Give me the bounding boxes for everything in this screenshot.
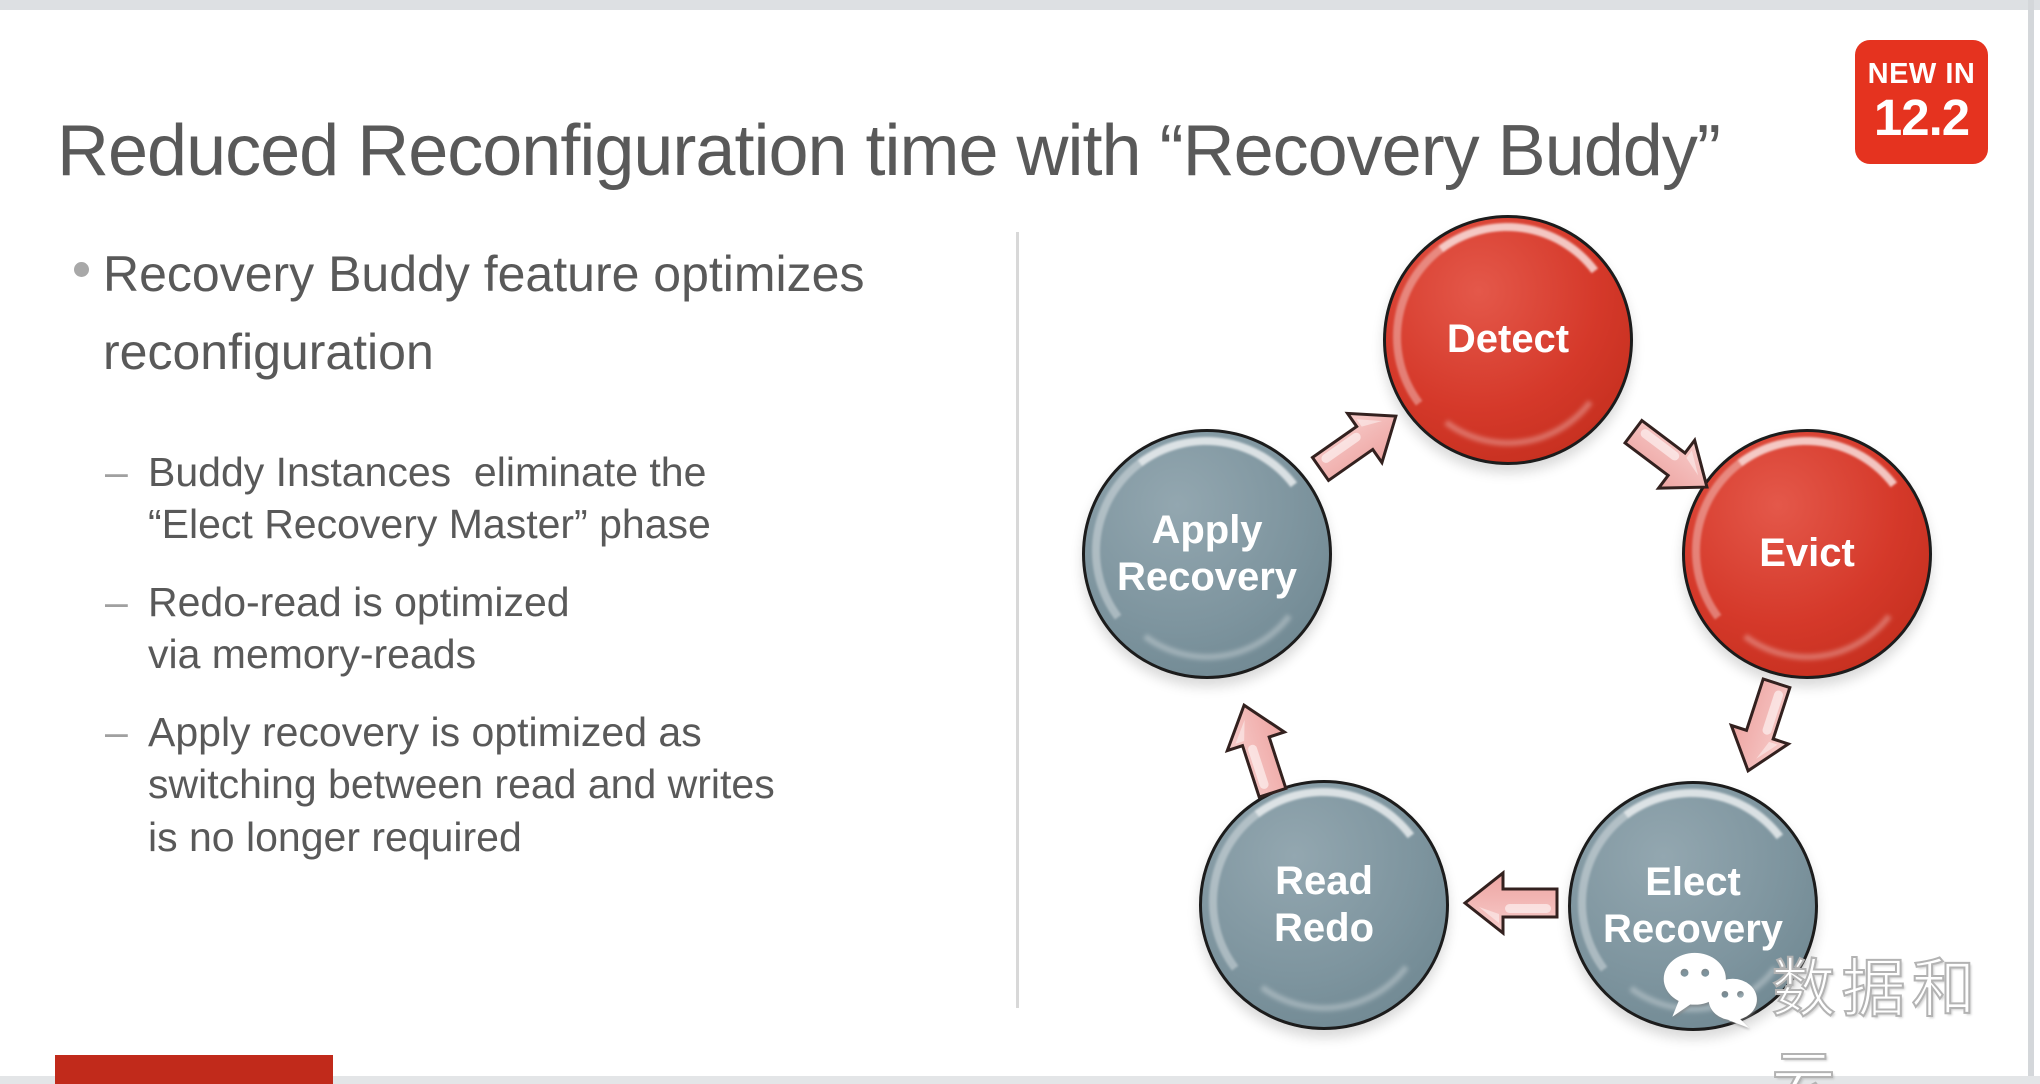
top-window-strip <box>0 0 2040 10</box>
node-label: Apply Recovery <box>1116 507 1298 599</box>
watermark: 数据和云 <box>1662 938 2040 1084</box>
node-label: Evict <box>1759 531 1855 576</box>
flow-arrow-read-to-apply <box>1224 702 1288 799</box>
cycle-node-detect: Detect <box>1383 215 1633 465</box>
content-divider <box>1016 232 1019 1008</box>
flow-arrow-elect-to-read <box>1462 869 1559 937</box>
flow-arrow-evict-to-elect <box>1728 677 1792 774</box>
bottom-accent-bar <box>55 1055 333 1084</box>
bullet-dot-icon <box>74 262 89 277</box>
bottom-window-strip <box>0 1076 2040 1084</box>
sub-bullet-item: – Buddy Instances eliminate the “Elect R… <box>105 446 825 551</box>
sub-bullet-item: – Redo-read is optimized via memory-read… <box>105 576 825 681</box>
node-label: Read Redo <box>1274 858 1374 950</box>
right-edge-line <box>2028 0 2034 1084</box>
cycle-node-evict: Evict <box>1682 429 1932 679</box>
new-version-badge: NEW IN 12.2 <box>1855 40 1988 164</box>
page-title: Reduced Reconfiguration time with “Recov… <box>57 111 1721 191</box>
cycle-node-read-redo: Read Redo <box>1199 780 1449 1030</box>
sub-bullet-text: Redo-read is optimized via memory-reads <box>148 578 570 678</box>
wechat-icon <box>1663 952 1757 1028</box>
flow-arrow-detect-to-evict <box>1622 418 1709 490</box>
sub-bullet-item: – Apply recovery is optimized as switchi… <box>105 706 825 863</box>
sub-bullet-text: Buddy Instances eliminate the “Elect Rec… <box>148 449 718 548</box>
dash-marker-icon: – <box>105 578 128 625</box>
badge-label: NEW IN <box>1867 58 1976 91</box>
main-bullet-item: Recovery Buddy feature optimizes reconfi… <box>74 236 914 391</box>
sub-bullet-list: – Buddy Instances eliminate the “Elect R… <box>105 446 825 888</box>
cycle-node-apply-recovery: Apply Recovery <box>1082 429 1332 679</box>
badge-version-number: 12.2 <box>1873 89 1970 147</box>
node-label: Detect <box>1446 317 1570 362</box>
dash-marker-icon: – <box>105 449 128 495</box>
watermark-text: 数据和云 <box>1771 952 1982 1084</box>
flow-arrow-apply-to-detect <box>1310 411 1398 483</box>
sub-bullet-text: Apply recovery is optimized as switching… <box>148 708 787 860</box>
main-bullet-text: Recovery Buddy feature optimizes reconfi… <box>103 246 865 380</box>
dash-marker-icon: – <box>105 708 128 755</box>
